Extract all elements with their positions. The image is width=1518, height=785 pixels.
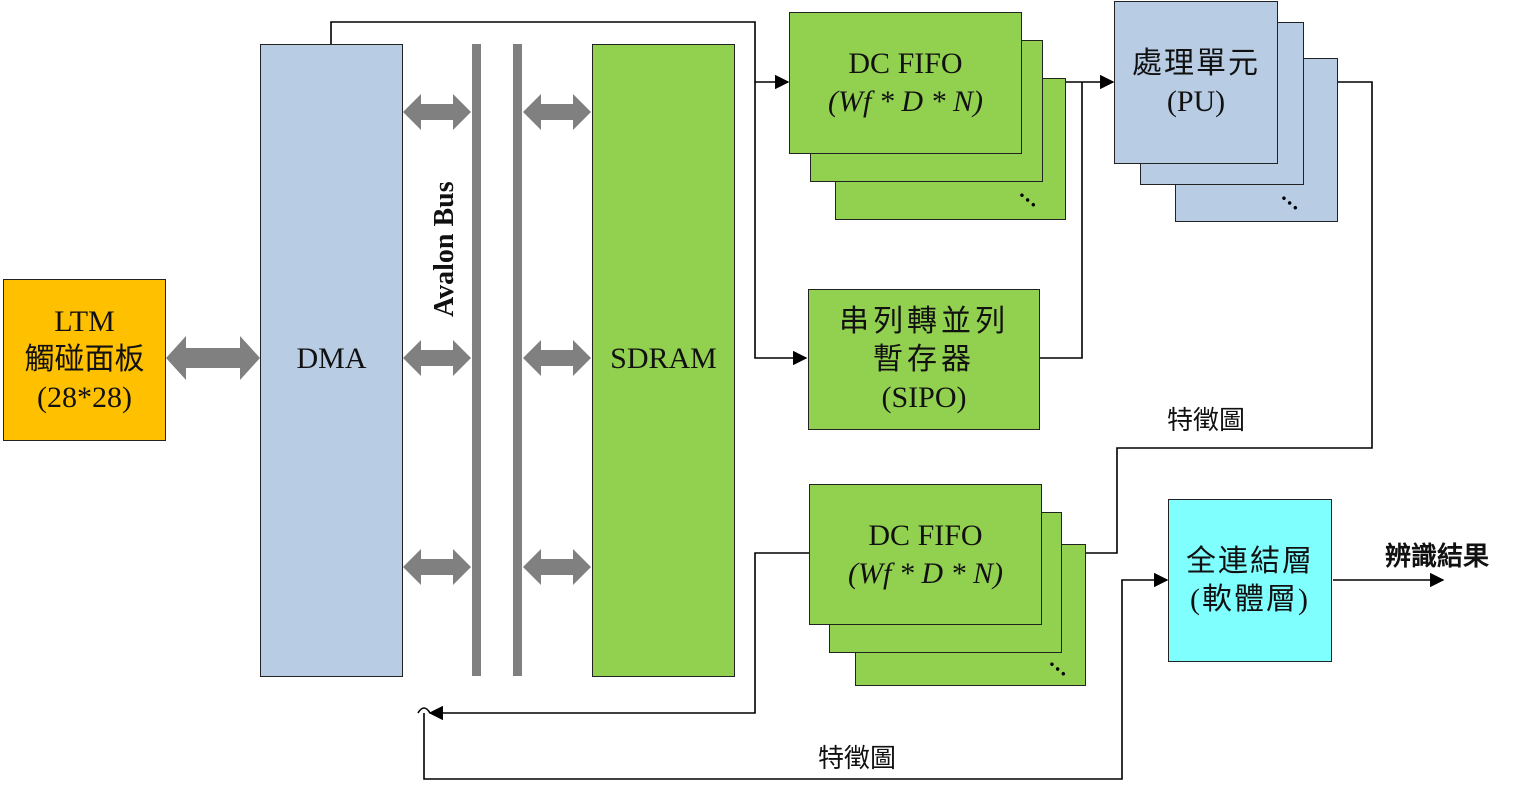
double-arrow-dma-bus-1: [403, 94, 471, 130]
line-hop: [417, 707, 431, 714]
fifo-bottom-box: [809, 484, 1042, 625]
bus-bar-left: [472, 44, 481, 676]
fifo-top-label: DC FIFO (Wf * D * N): [789, 12, 1022, 154]
avalon-bus-label: Avalon Bus: [429, 181, 461, 317]
ltm-touch-panel-box: [3, 279, 166, 441]
bus-bar-right: [513, 44, 522, 676]
line-dma-to-sipo: [754, 82, 808, 366]
fifo-top-line1: DC FIFO: [848, 47, 963, 80]
dma-label: DMA: [296, 342, 367, 375]
sipo-line3: (SIPO): [881, 380, 967, 414]
fifo-top-line2: (Wf * D * N): [828, 85, 983, 118]
fifo-bottom-label: DC FIFO (Wf * D * N): [809, 484, 1042, 625]
sdram-label: SDRAM: [610, 342, 717, 375]
fc-line2: (軟體層): [1190, 582, 1310, 616]
line-dma-to-fifo: [330, 21, 790, 90]
pu-label: 處理單元 (PU): [1114, 1, 1278, 164]
feature-map-label-bottom: 特徵圖: [818, 744, 897, 773]
bus-arrows: [166, 94, 591, 585]
fifo-bottom-line2: (Wf * D * N): [848, 556, 1003, 590]
line-to-fc-layer: [423, 572, 1169, 780]
line-fifo-bottom-to-dma: [428, 552, 809, 721]
pu-line2: (PU): [1166, 84, 1226, 118]
line-pu-to-fifo-bottom: [1040, 81, 1373, 561]
dma-box: [260, 44, 403, 677]
fc-line1: 全連結層: [1186, 544, 1314, 578]
fifo-bottom-line1: DC FIFO: [868, 518, 983, 552]
fc-layer-box: [1168, 499, 1332, 662]
ltm-line3: (28*28): [37, 381, 132, 414]
double-arrow-bus-sdram-1: [523, 94, 591, 130]
double-arrow-dma-bus-2: [403, 340, 471, 376]
sipo-line1: 串列轉並列: [839, 304, 1009, 338]
double-arrow-ltm-dma: [166, 336, 260, 380]
double-arrow-bus-sdram-2: [523, 340, 591, 376]
feature-map-label-right: 特徵圖: [1167, 406, 1246, 435]
fifo-top-box: [789, 12, 1022, 154]
sipo-line2: 暫存器: [873, 342, 975, 376]
double-arrow-bus-sdram-3: [523, 549, 591, 585]
pu-line1: 處理單元: [1132, 46, 1260, 80]
ltm-line1: LTM: [54, 305, 115, 338]
line-sipo-to-pu: [1040, 82, 1083, 359]
pu-box: [1114, 1, 1278, 164]
ltm-touch-panel-label: LTM 觸碰面板 (28*28): [3, 279, 166, 441]
double-arrow-dma-bus-3: [403, 549, 471, 585]
sdram-box: [592, 44, 735, 677]
ltm-line2: 觸碰面板: [24, 343, 145, 376]
sipo-label: 串列轉並列 暫存器 (SIPO): [808, 289, 1040, 430]
sipo-box: [808, 289, 1040, 430]
fc-layer-label: 全連結層 (軟體層): [1168, 499, 1332, 662]
result-label: 辨識結果: [1385, 542, 1490, 571]
